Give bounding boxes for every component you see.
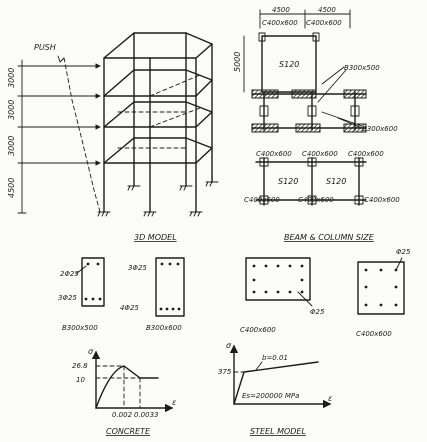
- column-label-top-1: C400x600: [262, 19, 298, 27]
- callout-phi25: Φ25: [310, 308, 325, 316]
- section-caption-2: B300x600: [146, 324, 182, 332]
- beam-label-1: B300x500: [344, 64, 380, 72]
- steel-hardening: b=0.01: [262, 354, 288, 362]
- column-label-bottom-1: C400x600: [244, 196, 280, 204]
- plan-column: [312, 32, 320, 42]
- slab-label-2: S120: [278, 177, 298, 186]
- depth-dim: 5000: [233, 52, 242, 72]
- concrete-x-symbol: ε: [172, 398, 177, 407]
- push-label: PUSH: [34, 43, 56, 52]
- section-caption-4: C400x600: [356, 330, 392, 338]
- steel-caption: STEEL MODEL: [250, 427, 306, 436]
- slab-label-1: S120: [279, 60, 299, 69]
- steel-modulus: Es=200000 MPa: [242, 392, 299, 400]
- frame-columns: [103, 32, 213, 213]
- load-profile: [63, 57, 101, 213]
- steel-x-symbol: ε: [328, 394, 333, 403]
- frame-floors: [103, 32, 213, 164]
- story-height-4: 3000: [7, 68, 16, 88]
- concrete-caption: CONCRETE: [106, 427, 151, 436]
- column-label-mid-1: C400x600: [256, 150, 292, 158]
- concrete-y-symbol: σ: [88, 347, 94, 356]
- model-caption: 3D MODEL: [134, 233, 177, 242]
- plan-top-bay: [261, 35, 317, 93]
- callout-2phi25: 2Φ25: [60, 270, 79, 278]
- push-load-arrows: [24, 63, 101, 166]
- plan-view: 4500 4500 5000 C400x600 C400x600 S120 B3…: [233, 6, 400, 242]
- callout-phi25: Φ25: [396, 248, 411, 256]
- column-label-bottom-2: C400x600: [298, 196, 334, 204]
- beam-leader: [317, 66, 347, 103]
- story-height-3: 3000: [7, 100, 16, 120]
- concrete-y-tick-1: 26.8: [72, 362, 88, 370]
- concrete-curve: [95, 365, 159, 409]
- section-caption-1: B300x500: [62, 324, 98, 332]
- callout-4phi25: 4Φ25: [120, 304, 139, 312]
- section-c400x600-b: Φ25 C400x600: [356, 248, 411, 338]
- plan-caption: BEAM & COLUMN SIZE: [284, 233, 375, 242]
- three-d-model: PUSH 4500 3000 3000 3000: [7, 32, 219, 242]
- story-height-2: 3000: [7, 136, 16, 156]
- steel-model: σ ε 375 b=0.01 Es=200000 MPa STEEL MODEL: [218, 341, 333, 436]
- column-label-bottom-3: C400x600: [364, 196, 400, 204]
- frame-supports: [97, 181, 219, 217]
- section-b300x500: 2Φ25 3Φ25 B300x500: [58, 257, 105, 332]
- steel-y-tick: 375: [218, 368, 232, 376]
- callout-3phi25: 3Φ25: [128, 264, 147, 272]
- section-b300x600: 3Φ25 4Φ25 B300x600: [120, 257, 185, 332]
- concrete-y-tick-2: 10: [76, 376, 85, 384]
- beam-leader: [321, 111, 363, 129]
- span-2: 4500: [318, 6, 336, 14]
- concrete-model: σ ε 26.8 10 0.002 0.0033 CONCRETE: [72, 347, 177, 436]
- story-height-1: 4500: [7, 178, 16, 198]
- column-label-mid-2: C400x600: [302, 150, 338, 158]
- beam-label-2: B300x600: [362, 125, 398, 133]
- column-label-top-2: C400x600: [306, 19, 342, 27]
- plan-column: [258, 32, 266, 42]
- concrete-x-tick-1: 0.002: [112, 411, 133, 419]
- section-caption-3: C400x600: [240, 326, 276, 334]
- span-1: 4500: [272, 6, 290, 14]
- column-label-mid-3: C400x600: [348, 150, 384, 158]
- slab-label-3: S120: [326, 177, 346, 186]
- section-c400x600-a: Φ25 C400x600: [240, 257, 325, 334]
- concrete-x-tick-2: 0.0033: [134, 411, 159, 419]
- steel-y-symbol: σ: [226, 341, 232, 350]
- story-height-dims: 4500 3000 3000 3000: [7, 59, 27, 214]
- push-label-tick: [57, 55, 65, 63]
- callout-3phi25: 3Φ25: [58, 294, 77, 302]
